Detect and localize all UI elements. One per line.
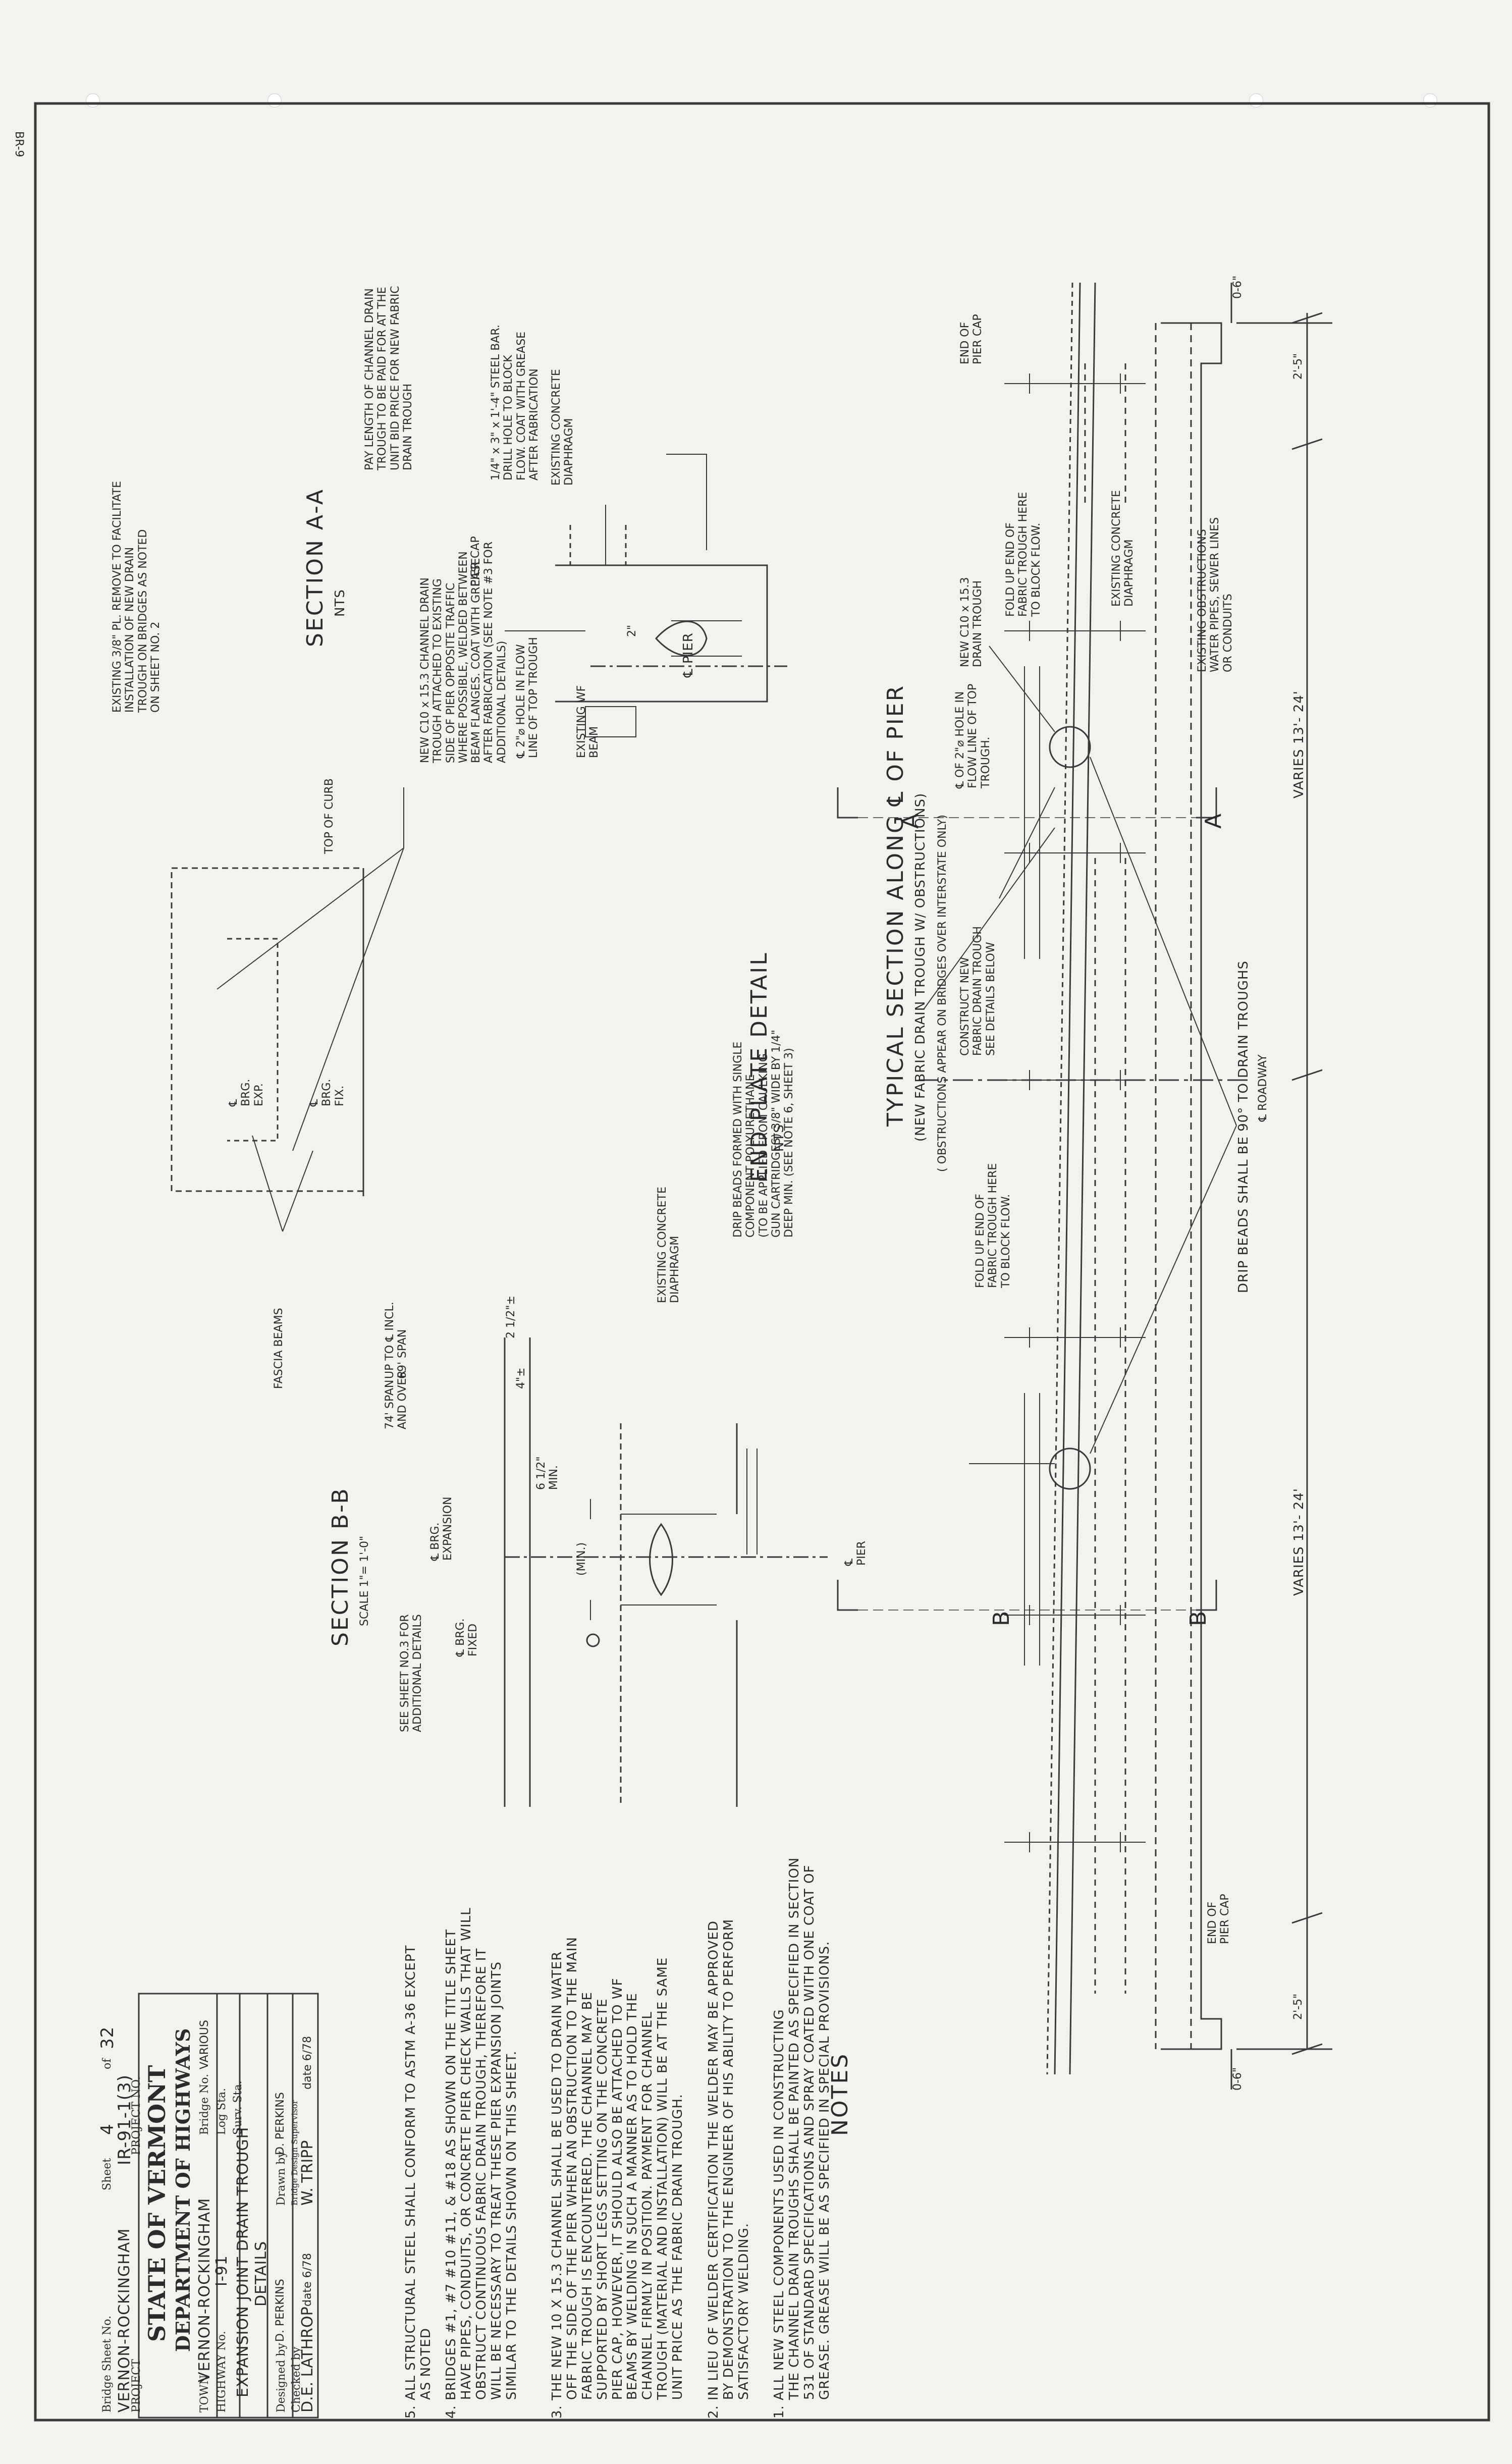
- tb-supervisor-date: date 6/78: [301, 2036, 314, 2090]
- note-4: 4. BRIDGES #1, #7 #10 #11, & #18 AS SHOW…: [444, 1907, 519, 2419]
- brg-exp: ℄ BRG. EXP.: [227, 1079, 265, 1106]
- hole-flow-main: ℄ OF 2"⌀ HOLE IN FLOW LINE OF TOP TROUGH…: [954, 683, 992, 788]
- existing-plate-note: EXISTING 3/8" PL. REMOVE TO FACILITATE I…: [111, 481, 162, 713]
- tb-state: STATE OF VERMONT: [143, 2065, 171, 2342]
- typical-section-subtitle2: ( OBSTRUCTIONS APPEAR ON BRIDGES OVER IN…: [936, 815, 949, 1172]
- section-b-brg-fixed: ℄ BRG. FIXED: [454, 1618, 480, 1656]
- tb-supervisor-label: Bridge Design Supervisor: [290, 2100, 299, 2206]
- brg-fix: ℄ BRG. FIX.: [308, 1079, 346, 1106]
- fold-up-right: FOLD UP END OF FABRIC TROUGH HERE TO BLO…: [974, 1163, 1012, 1288]
- section-a-a-scale: NTS: [333, 589, 348, 617]
- punch-hole: [267, 93, 282, 108]
- end-pier-cap-left: END OF PIER CAP: [959, 314, 985, 364]
- section-a-diaphragm: EXISTING CONCRETE DIAPHRAGM: [550, 369, 576, 486]
- note-3: 3. THE NEW 10 X 15.3 CHANNEL SHALL BE US…: [550, 1937, 686, 2419]
- section-a-a-drawing: [505, 454, 787, 737]
- section-a-pay-length: PAY LENGTH OF CHANNEL DRAIN TROUGH TO BE…: [363, 286, 414, 470]
- section-a-existing-beam: EXISTING WF BEAM: [575, 685, 601, 758]
- tb-bridge: VARIOUS: [198, 2020, 211, 2069]
- section-a-bar: 1/4" x 3" x 1'-4" STEEL BAR. DRILL HOLE …: [490, 325, 541, 480]
- title-block: STATE OF VERMONT DEPARTMENT OF HIGHWAYS …: [139, 1994, 318, 2418]
- tb-drawn-by: D. PERKINS: [274, 2092, 287, 2155]
- punch-hole: [1249, 93, 1263, 108]
- typical-section-drawing: [837, 282, 1332, 2090]
- section-cut-a-left: A: [898, 812, 924, 829]
- tb-highway-label: HIGHWAY No.: [215, 2331, 228, 2413]
- varies-right: VARIES 13'- 24': [1291, 1488, 1307, 1596]
- section-cut-a-right: A: [1201, 812, 1226, 829]
- dim-2-5-right: 2'-5": [1292, 1993, 1305, 2020]
- punch-hole: [86, 93, 100, 108]
- tb-sheet: 4: [97, 2123, 118, 2135]
- tb-town: VERNON-ROCKINGHAM: [196, 2198, 213, 2382]
- section-b-dim-2-half: 2 1/2"±: [505, 1296, 517, 1338]
- construct-new: CONSTRUCT NEW FABRIC DRAIN TROUGH SEE DE…: [959, 926, 997, 1056]
- section-b-min: (MIN.): [575, 1542, 588, 1576]
- tb-project: VERNON-ROCKINGHAM: [116, 2228, 133, 2413]
- section-a-a-title: SECTION A-A: [302, 488, 328, 647]
- section-b-b-drawing: [504, 1337, 828, 1807]
- dim-0-6-right: 0-6": [1231, 2067, 1244, 2091]
- tb-checked-by: D.E. LATHROP: [299, 2307, 316, 2413]
- typical-section-title: TYPICAL SECTION ALONG ℄ OF PIER: [883, 684, 908, 1127]
- note-2: 2. IN LIEU OF WELDER CERTIFICATION THE W…: [706, 1918, 751, 2419]
- section-b-b-title: SECTION B-B: [328, 1487, 353, 1646]
- new-channel-main: NEW C10 x 15.3 DRAIN TROUGH: [959, 577, 985, 667]
- section-a-dim-2: 2": [626, 624, 638, 637]
- tb-title1: EXPANSION JOINT DRAIN TROUGH: [234, 2126, 252, 2397]
- section-b-see-sheet: SEE SHEET NO.3 FOR ADDITIONAL DETAILS: [399, 1614, 424, 1732]
- section-b-drip-beads: DRIP BEADS FORMED WITH SINGLE COMPONENT …: [732, 1030, 796, 1238]
- note-5: 5. ALL STRUCTURAL STEEL SHALL CONFORM TO…: [403, 1945, 434, 2419]
- tb-drawn-label: Drawn by: [275, 2151, 288, 2206]
- note-1: 1. ALL NEW STEEL COMPONENTS USED IN CONS…: [772, 1857, 832, 2419]
- tb-bridge-label: Bridge No.: [198, 2074, 211, 2135]
- tb-checked-date: date 6/78: [301, 2253, 314, 2307]
- tb-highway: I-91: [213, 2255, 231, 2286]
- tb-sheet-label: Sheet: [101, 2158, 114, 2190]
- section-cut-b-right: B: [1185, 1609, 1211, 1626]
- section-b-b-scale: SCALE 1"= 1'-0": [358, 1535, 371, 1626]
- tb-log-sta: Log Sta.: [215, 2088, 228, 2135]
- tb-supervisor: W. TRIPP: [299, 2140, 316, 2206]
- existing-obstructions: EXISTING OBSTRUCTIONS WATER PIPES, SEWER…: [1196, 517, 1234, 672]
- section-b-diaphragm: EXISTING CONCRETE DIAPHRAGM: [656, 1187, 682, 1303]
- section-a-hole: ℄ 2"⌀ HOLE IN FLOW LINE OF TOP TROUGH: [515, 637, 541, 758]
- tb-of-label: of: [101, 2058, 114, 2069]
- tb-title2: DETAILS: [252, 2240, 270, 2307]
- section-b-dim-6: 6 1/2" MIN.: [535, 1456, 561, 1490]
- fascia-beams: FASCIA BEAMS: [273, 1308, 285, 1389]
- roadway-centerline: ℄ ROADWAY: [1257, 1054, 1269, 1121]
- section-cut-b-left: B: [989, 1609, 1014, 1626]
- section-b-span-74: 74' SPAN AND OVER: [384, 1370, 409, 1429]
- varies-left: VARIES 13'- 24': [1291, 690, 1307, 798]
- section-b-brg-expansion: ℄ BRG. EXPANSION: [429, 1496, 455, 1561]
- drip-beads-note: DRIP BEADS SHALL BE 90° TO DRAIN TROUGHS: [1236, 960, 1251, 1293]
- dim-0-6-left: 0-6": [1231, 275, 1244, 299]
- tb-of: 32: [97, 2026, 118, 2049]
- typical-section-subtitle: (NEW FABRIC DRAIN TROUGH W/ OBSTRUCTIONS…: [913, 792, 928, 1142]
- tb-designed-by: D. PERKINS: [274, 2279, 287, 2342]
- tb-designed-label: Designed by: [275, 2343, 288, 2413]
- tb-department: DEPARTMENT OF HIGHWAYS: [172, 2028, 194, 2352]
- section-b-up-to: UP TO ℄ INCL. 69' SPAN: [384, 1302, 409, 1379]
- punch-hole: [1423, 93, 1437, 108]
- section-b-pier: ℄ PIER: [843, 1541, 869, 1566]
- top-of-curb: TOP OF CURB: [323, 778, 336, 854]
- fold-up-left: FOLD UP END OF FABRIC TROUGH HERE TO BLO…: [1004, 492, 1043, 617]
- title-block-bottom: PROJECT VERNON-ROCKINGHAM PROJECT NO. IR…: [97, 1994, 143, 2418]
- tb-bridge-sheet-label: Bridge Sheet No.: [101, 2315, 114, 2413]
- existing-diaphragm-main: EXISTING CONCRETE DIAPHRAGM: [1110, 490, 1136, 607]
- end-plate-drawing: [171, 787, 404, 1232]
- tb-project-no: IR-91-1(3): [115, 2074, 135, 2165]
- dim-2-5-left: 2'-5": [1292, 353, 1305, 380]
- section-a-pier: ℄ PIER: [681, 632, 696, 677]
- section-b-dim-4: 4"±: [515, 1367, 527, 1389]
- title-block-lines: [138, 1993, 319, 2419]
- section-a-new-channel: NEW C10 x 15.3 CHANNEL DRAIN TROUGH ATTA…: [419, 541, 508, 763]
- end-pier-cap-right: END OF PIER CAP: [1206, 1894, 1232, 1944]
